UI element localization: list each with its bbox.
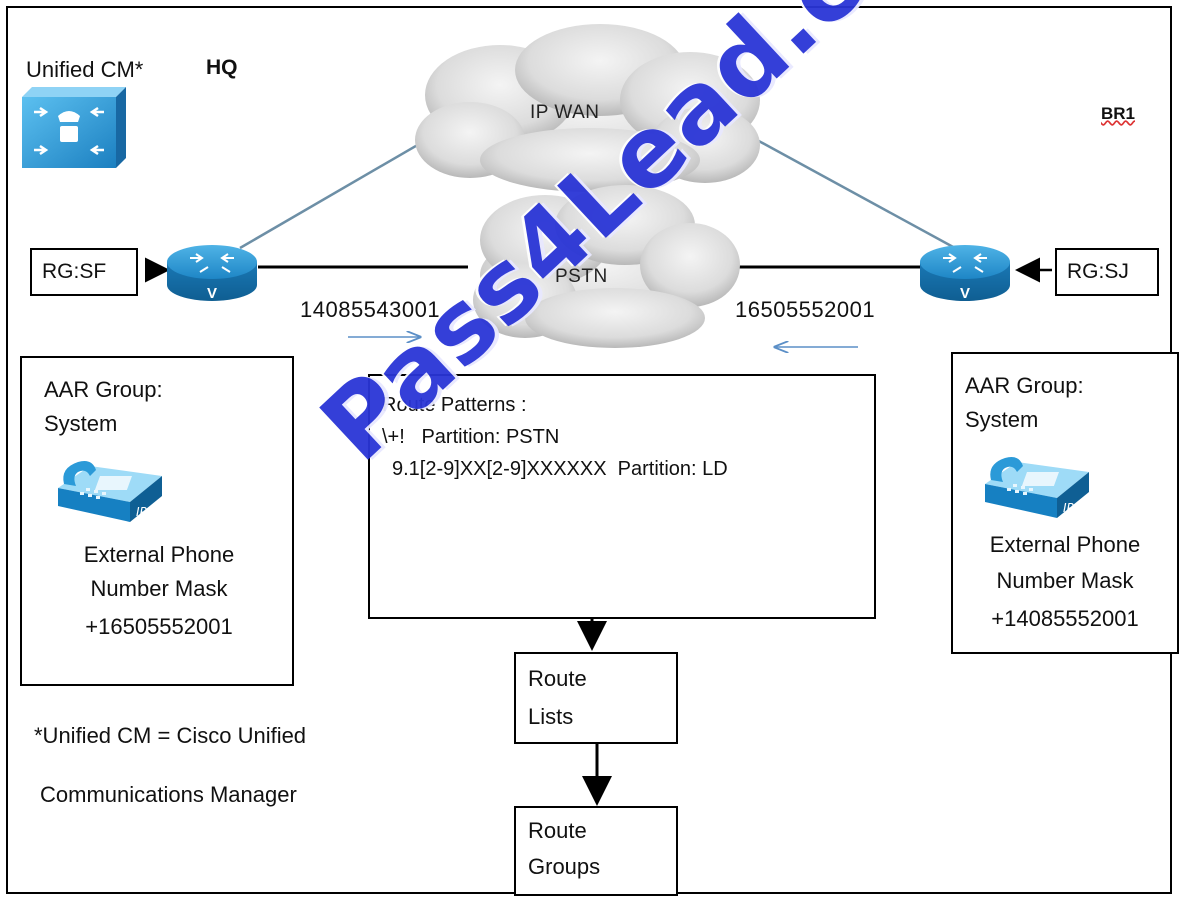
br1-mask-label-line1: External Phone [989,532,1141,557]
route-groups-box: Route Groups [514,806,678,896]
rg-sj-label: RG:SJ [1067,260,1129,283]
route-lists-box: Route Lists [514,652,678,744]
hq-voice-router-icon: V [167,245,257,302]
pstn-cloud [473,185,740,348]
svg-text:IP: IP [136,505,148,519]
route-pattern-pstn: \+! Partition: PSTN [382,426,560,448]
svg-text:V: V [207,285,217,302]
unified-cm-label: Unified CM* [26,57,144,82]
route-lists-line2: Lists [528,704,574,729]
br1-aar-box: AAR Group: System IP External Phone Numb… [951,352,1179,654]
rg-sj-box: RG:SJ [1055,248,1159,296]
ip-wan-cloud [415,24,760,192]
hq-mask-label-line1: External Phone [83,542,235,567]
br1-voice-router-icon: V [920,245,1010,302]
route-lists-line1: Route [528,666,587,691]
unified-cm-server-icon [22,87,126,168]
hq-ip-phone-icon: IP [58,461,162,522]
route-groups-line1: Route [528,818,587,843]
svg-text:V: V [960,285,970,302]
svg-text:IP: IP [1063,501,1075,515]
hq-aar-group-value: System [44,411,118,436]
br1-aar-group-label: AAR Group: [965,373,1084,398]
footnote-line1: *Unified CM = Cisco Unified [34,723,307,748]
route-patterns-title: Route Patterns : [382,394,527,416]
pstn-label: PSTN [555,266,608,287]
br1-site-label: BR1 [1101,104,1136,123]
hq-aar-group-label: AAR Group: [44,377,163,402]
br1-wan-link [734,126,956,250]
rg-sf-box: RG:SF [30,248,138,296]
br1-ip-phone-icon: IP [985,457,1089,518]
hq-aar-box: AAR Group: System IP External Phone Numb… [20,356,294,686]
route-pattern-ld: 9.1[2-9]XX[2-9]XXXXXX Partition: LD [392,458,728,480]
ip-wan-label: IP WAN [530,102,600,123]
route-patterns-box: Route Patterns : \+! Partition: PSTN 9.1… [368,374,876,619]
br1-mask-label-line2: Number Mask [996,568,1134,593]
rg-sf-label: RG:SF [42,260,107,283]
hq-dialed-number: 14085543001 [300,297,441,322]
hq-site-label: HQ [206,56,238,79]
br1-aar-group-value: System [965,407,1039,432]
footnote-line2: Communications Manager [40,782,297,807]
route-groups-line2: Groups [528,854,601,879]
br1-dialed-number: 16505552001 [735,297,876,322]
hq-mask-label-line2: Number Mask [90,576,228,601]
hq-mask-value: +16505552001 [85,614,233,639]
br1-mask-value: +14085552001 [991,606,1139,631]
